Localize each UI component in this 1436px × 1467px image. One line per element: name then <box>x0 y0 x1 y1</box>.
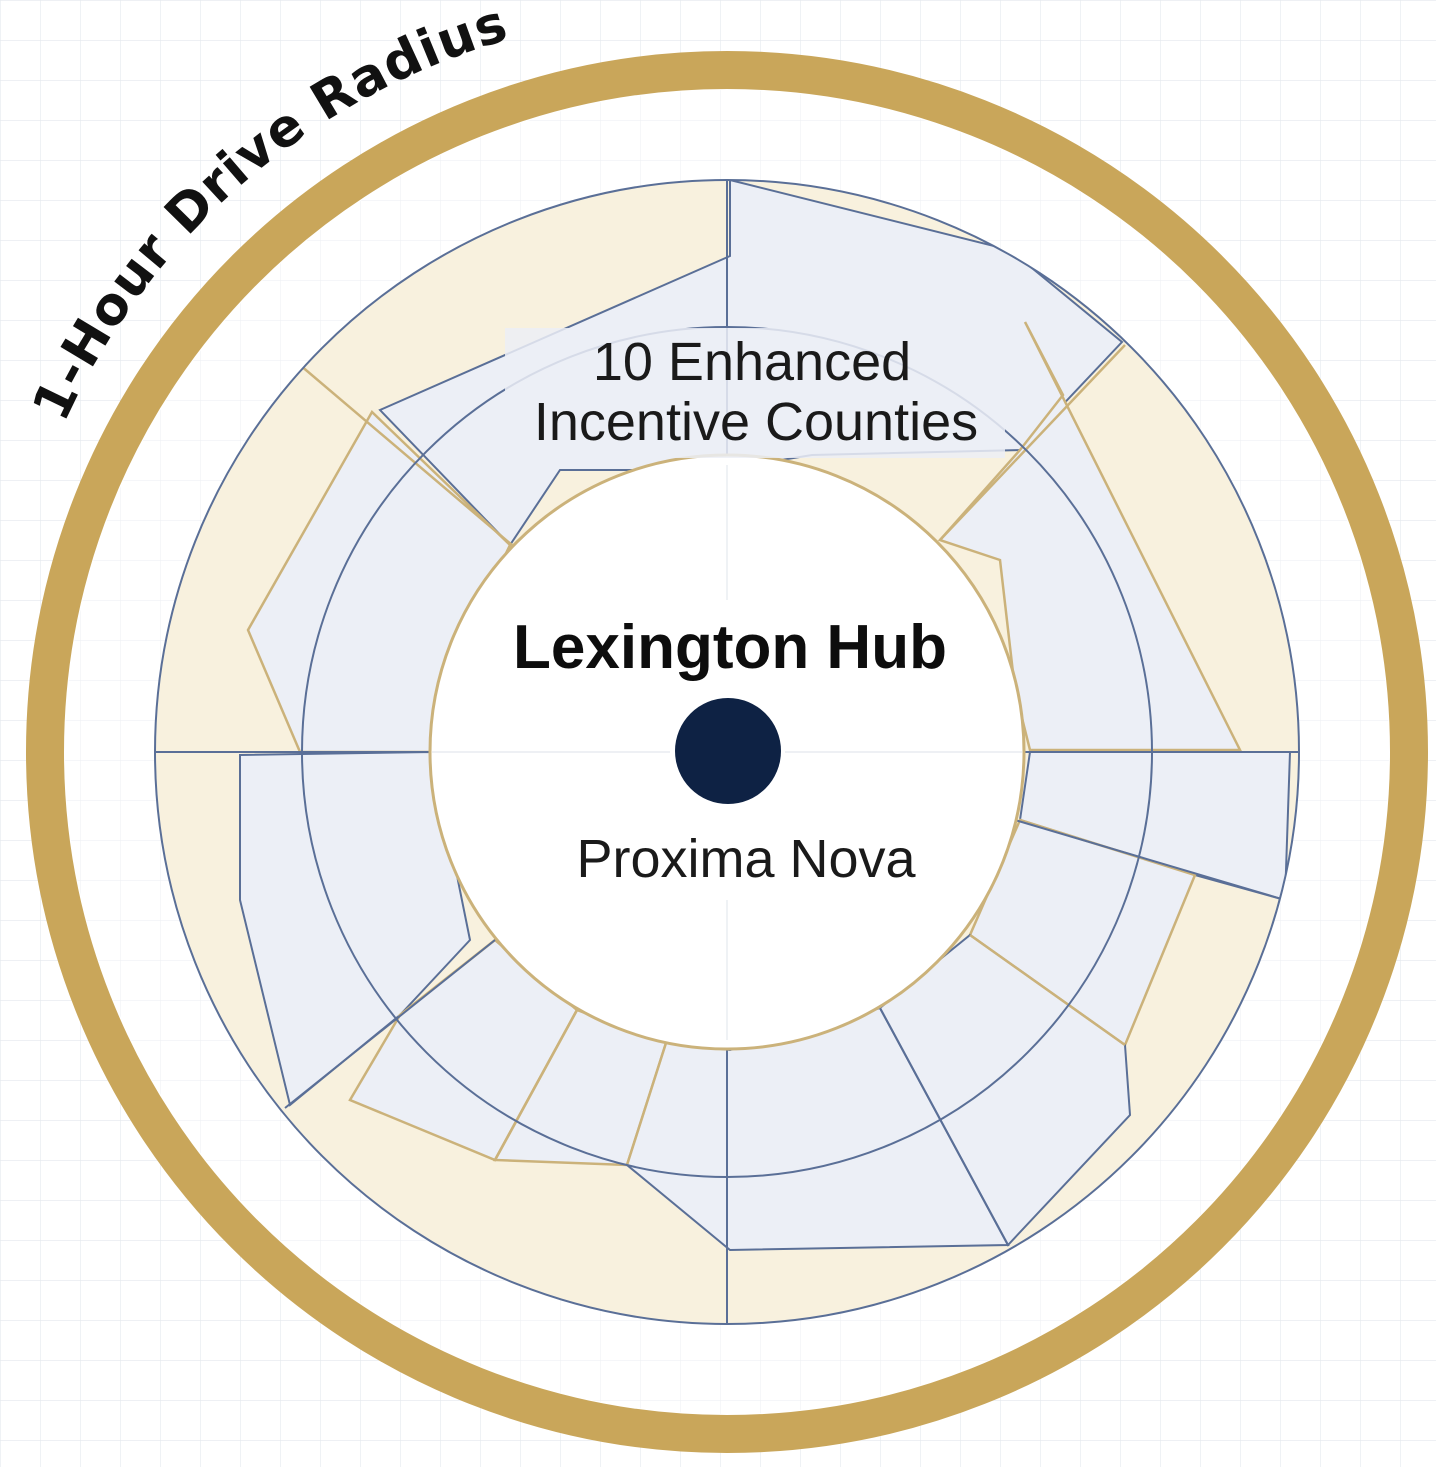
county-northeast <box>937 321 1243 752</box>
zone-label-backdrop <box>505 328 1005 458</box>
zone-label-line2: Incentive Counties <box>534 392 978 452</box>
county-zone-boundary <box>154 179 1300 1325</box>
hub-subtitle: Proxima Nova <box>576 829 916 889</box>
hub-location-marker <box>675 698 781 804</box>
zone-label-line1: 10 Enhanced <box>593 332 911 392</box>
hub-title: Lexington Hub <box>513 613 947 682</box>
